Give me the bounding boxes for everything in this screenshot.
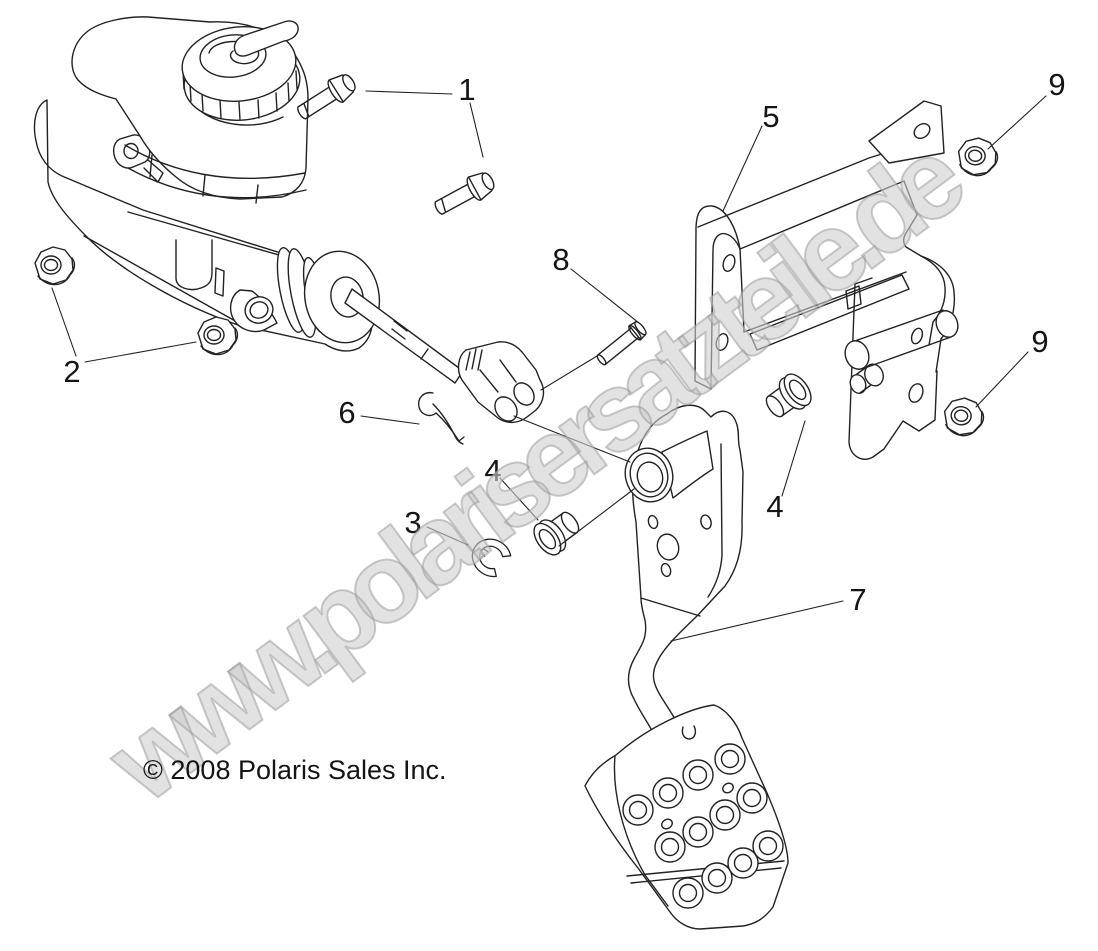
diagram-artwork bbox=[33, 16, 1047, 930]
mounting-bolt-upper bbox=[297, 74, 356, 120]
flange-nut-9a bbox=[957, 137, 999, 177]
pedal-grip-holes bbox=[622, 743, 784, 909]
callout-labels: 1 2 3 4 4 5 6 7 8 9 9 bbox=[63, 67, 1065, 617]
e-clip bbox=[471, 538, 512, 578]
flange-nut-2a bbox=[34, 246, 76, 286]
pedal-pad bbox=[584, 704, 789, 930]
clevis-pin bbox=[596, 321, 647, 366]
callout-9-right-label: 9 bbox=[1031, 324, 1048, 359]
callout-9-top-label: 9 bbox=[1048, 67, 1065, 102]
callout-8-label: 8 bbox=[552, 242, 569, 277]
callout-7-label: 7 bbox=[849, 582, 866, 617]
pivot-bushing-right bbox=[765, 373, 812, 418]
callout-1-label: 1 bbox=[458, 72, 475, 107]
master-cylinder-pushrod bbox=[344, 288, 464, 384]
callout-6-label: 6 bbox=[338, 395, 355, 430]
callout-4-left-label: 4 bbox=[484, 453, 501, 488]
reservoir-cap bbox=[181, 20, 301, 121]
callout-4-right-label: 4 bbox=[766, 489, 783, 524]
flange-nut-9b bbox=[943, 397, 985, 437]
pushrod-clevis bbox=[457, 341, 545, 424]
cotter-pin bbox=[417, 391, 465, 445]
pivot-bushing-left bbox=[533, 511, 580, 556]
callout-3-label: 3 bbox=[404, 505, 421, 540]
flange-nut-2b bbox=[197, 316, 239, 356]
master-cylinder-body bbox=[33, 99, 381, 352]
pedal-pivot-shaft bbox=[844, 309, 959, 395]
watermark-text: www.polarisersatzteile.de bbox=[85, 115, 985, 826]
callout-leader-lines bbox=[51, 90, 1047, 642]
mounting-bracket bbox=[694, 100, 956, 460]
callout-2-label: 2 bbox=[63, 354, 80, 389]
mounting-bolt-lower bbox=[434, 172, 495, 215]
copyright-text: © 2008 Polaris Sales Inc. bbox=[143, 755, 447, 785]
callout-5-label: 5 bbox=[762, 99, 779, 134]
brake-pedal bbox=[584, 404, 789, 930]
